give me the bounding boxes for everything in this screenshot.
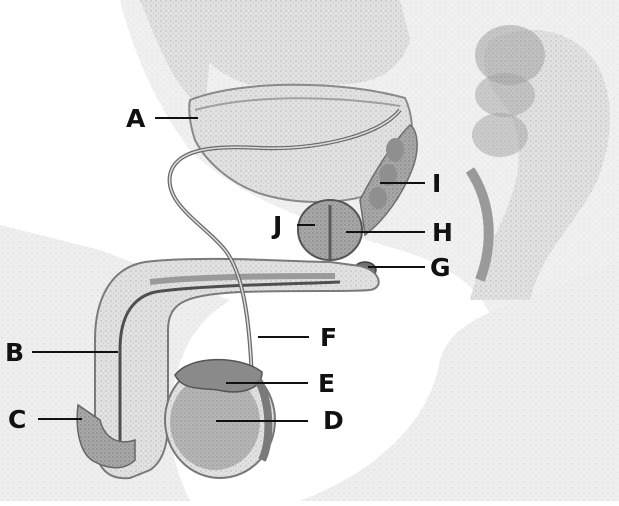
label-j: J <box>273 213 282 238</box>
label-e: E <box>318 371 335 396</box>
label-c: C <box>8 407 26 432</box>
label-a: A <box>126 106 145 131</box>
label-g: G <box>430 255 451 280</box>
label-d: D <box>323 408 344 433</box>
label-f: F <box>320 325 337 350</box>
label-b: B <box>5 340 24 365</box>
testis <box>165 360 275 478</box>
label-h: H <box>432 220 453 245</box>
label-i: I <box>432 171 441 196</box>
